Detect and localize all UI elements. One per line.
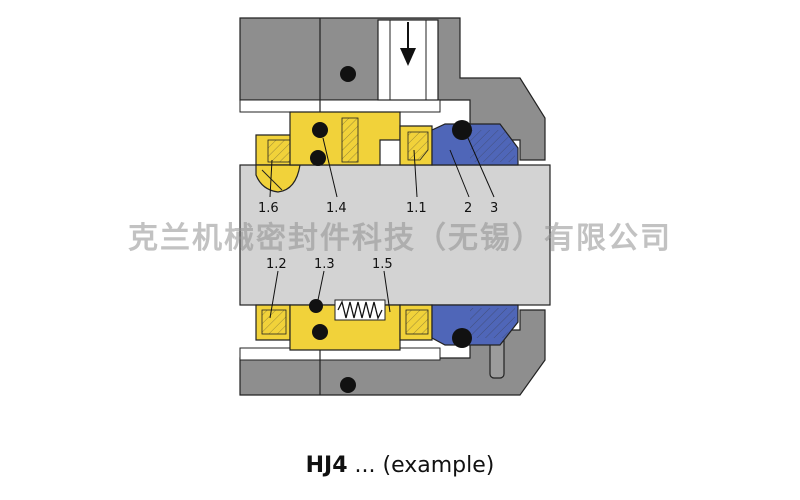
label-1-2: 1.2 xyxy=(266,257,287,272)
caption-note: ... (example) xyxy=(348,453,495,478)
label-3: 3 xyxy=(490,201,498,216)
stationary-seat-top xyxy=(431,123,519,166)
caption-model: HJ4 xyxy=(306,453,348,478)
oring-bottom-2 xyxy=(309,299,323,313)
label-1-3: 1.3 xyxy=(314,257,335,272)
seat-oring-bottom xyxy=(452,328,472,348)
gland-oring-top xyxy=(340,66,356,82)
label-1-4: 1.4 xyxy=(326,201,347,216)
label-1-6: 1.6 xyxy=(258,201,279,216)
oring-bottom-1 xyxy=(312,324,328,340)
oring-secondary-top xyxy=(310,150,326,166)
flow-arrow-icon xyxy=(400,48,416,66)
rotating-unit-bottom xyxy=(255,299,433,351)
seat-oring-top xyxy=(452,120,472,140)
shaft xyxy=(239,164,551,306)
gland-oring-bottom xyxy=(340,377,356,393)
oring-1-3-top xyxy=(312,122,328,138)
part-labels: 1.6 1.4 1.1 2 3 1.2 1.3 1.5 xyxy=(258,201,498,272)
leader-lines xyxy=(269,137,495,319)
caption: HJ4 ... (example) xyxy=(306,453,495,478)
spring-icon xyxy=(337,300,383,320)
label-2: 2 xyxy=(464,201,472,216)
stationary-seat-bottom xyxy=(431,304,519,346)
label-1-5: 1.5 xyxy=(372,257,393,272)
label-1-1: 1.1 xyxy=(406,201,427,216)
flush-port xyxy=(377,19,439,101)
watermark-text: 克兰机械密封件科技（无锡）有限公司 xyxy=(128,221,672,256)
